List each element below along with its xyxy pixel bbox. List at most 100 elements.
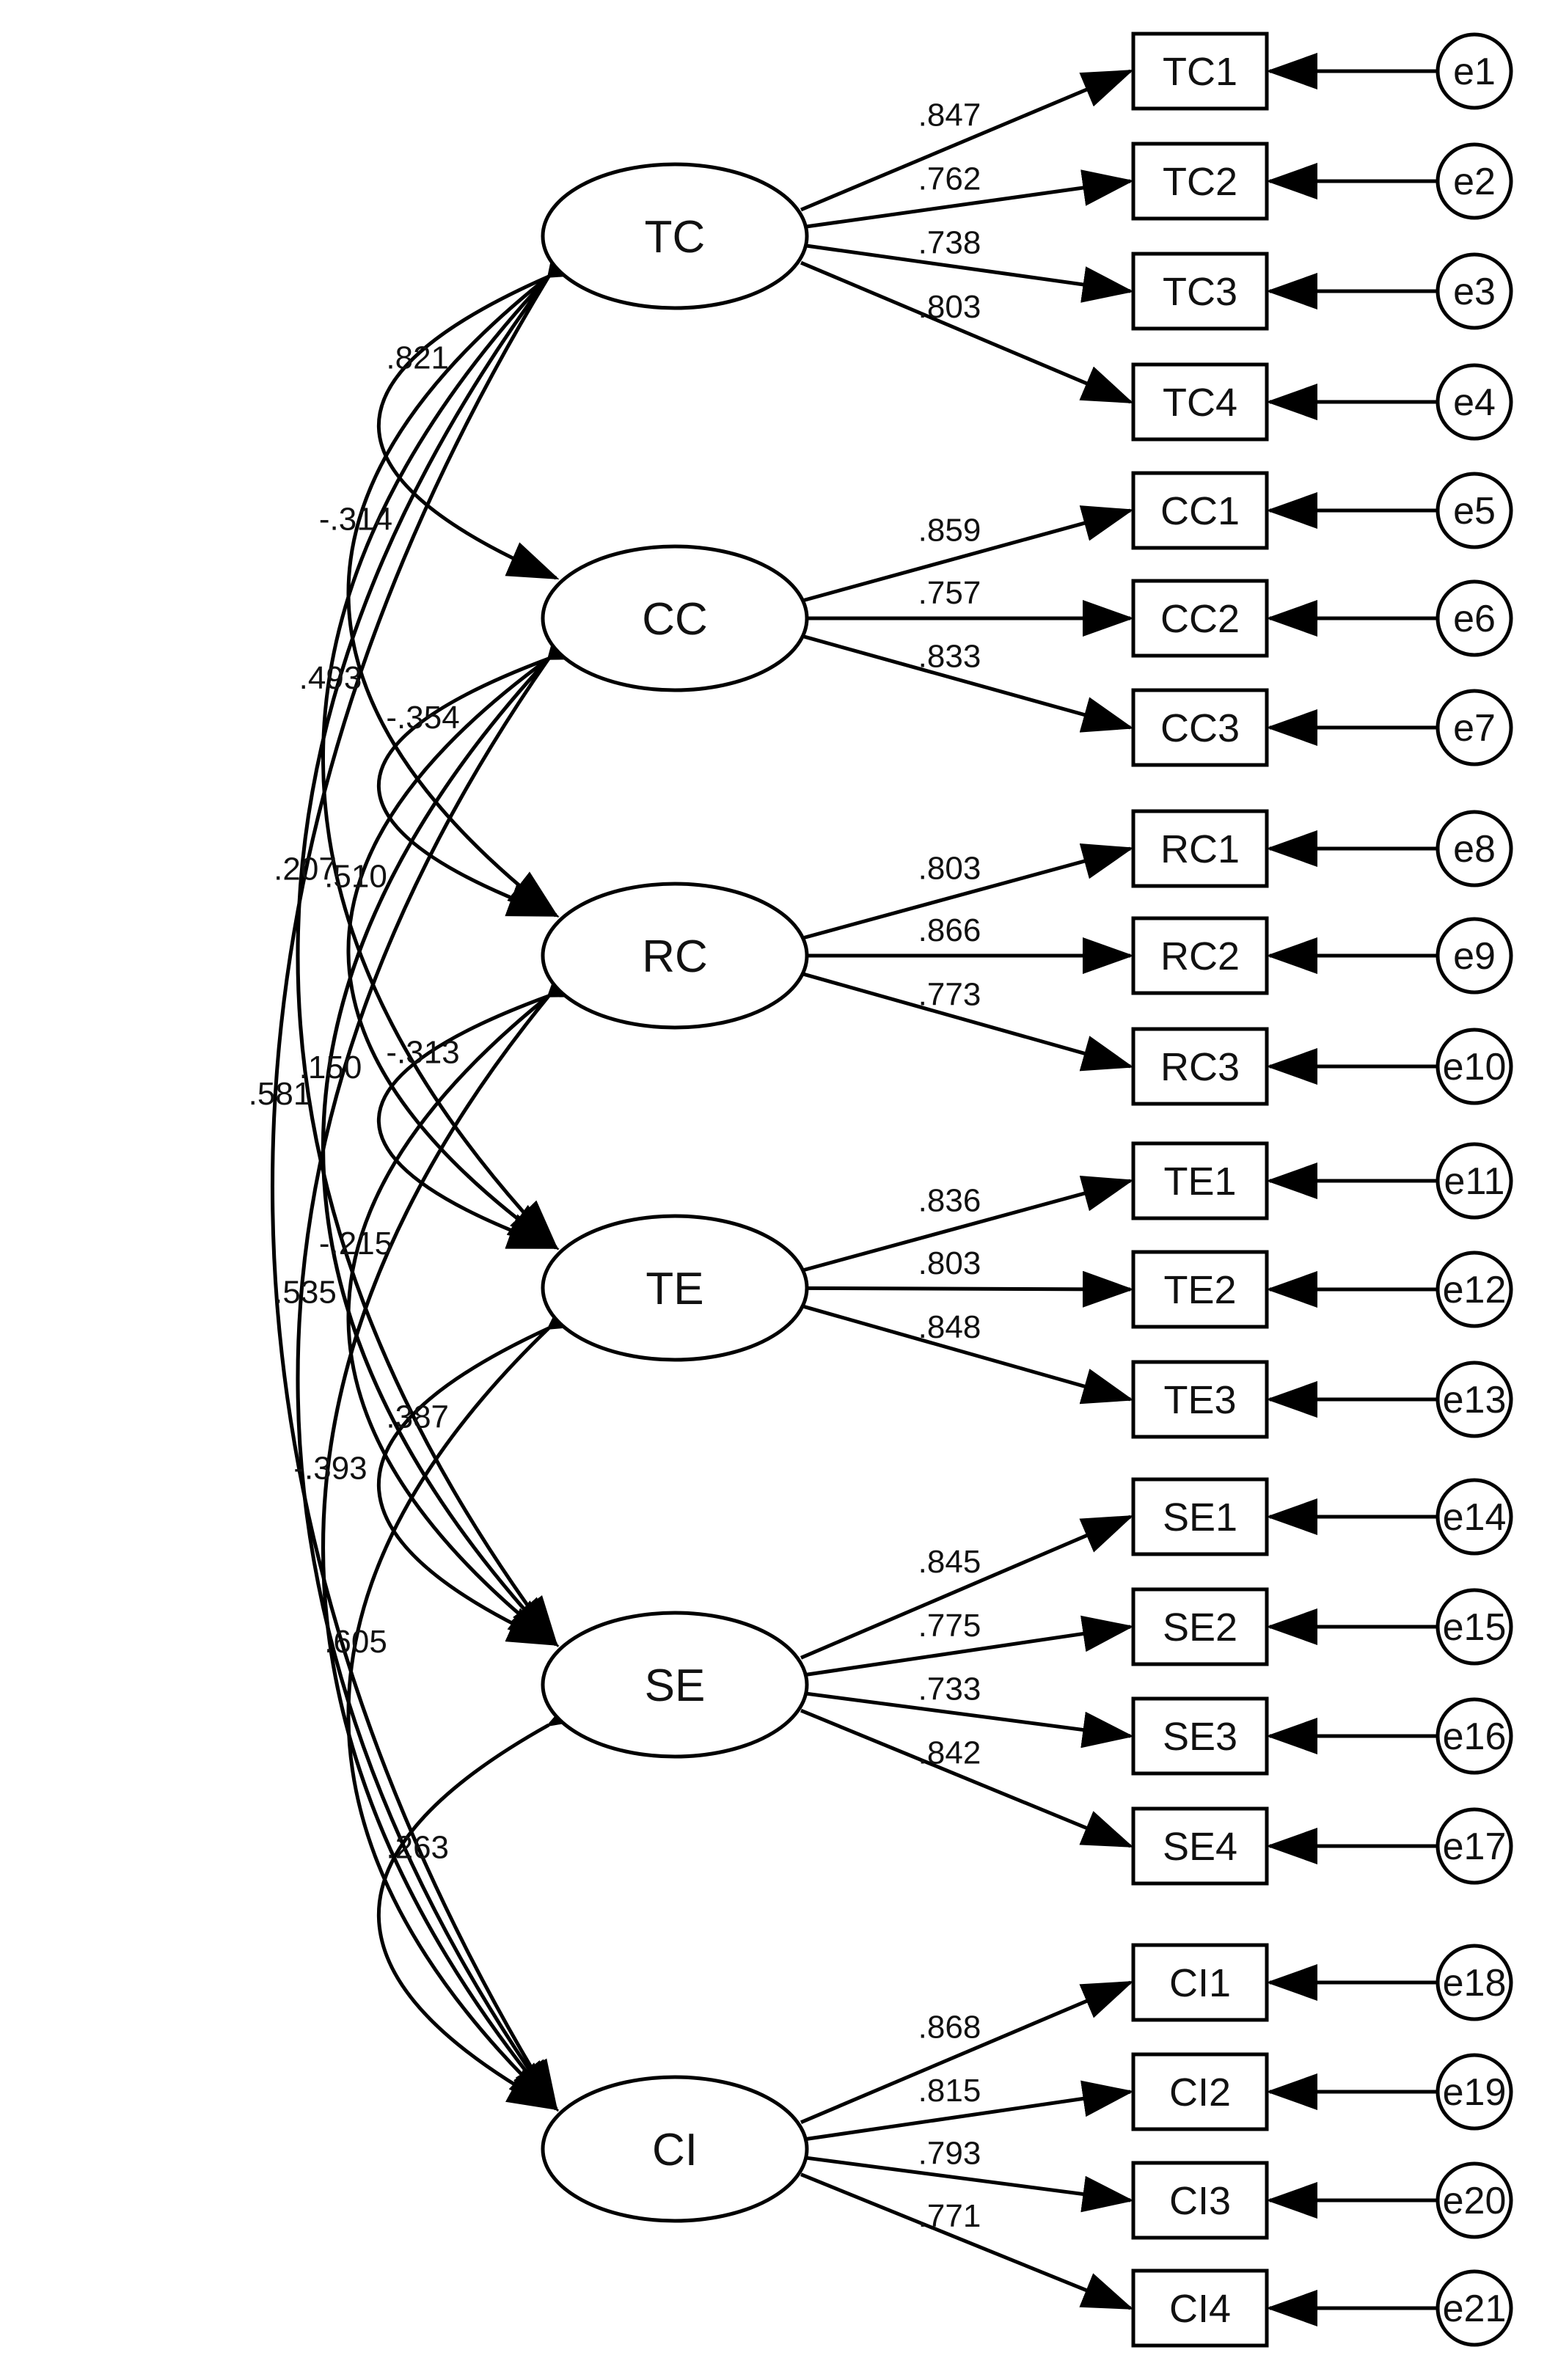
loading-label-se4: .842 [918,1735,981,1771]
loading-path-tc1 [800,69,1134,212]
corr-te-se-arc [377,1292,600,1647]
error-circle-e16 [1436,1697,1513,1775]
error-label-e4: e4 [1453,381,1496,424]
error-label-e1: e1 [1453,51,1496,93]
indicator-box-tc3 [1131,252,1269,331]
loading-label-cc1: .859 [918,513,981,549]
error-circle-e17 [1436,1807,1513,1885]
indicator-box-se3 [1131,1696,1269,1776]
corr-tc-te-label: .493 [299,660,362,696]
corr-te-ci-label: .605 [324,1624,387,1660]
coefficient-labels: .821-.314.493.207.581-.354.510.150.535-.… [249,98,981,2234]
indicator-label-rc3: RC3 [1160,1045,1240,1089]
latent-ci-label: CI [652,2125,698,2175]
error-label-e2: e2 [1453,161,1496,203]
loading-label-ci2: .815 [918,2073,981,2109]
loading-label-rc2: .866 [918,912,981,948]
error-circle-e20 [1436,2161,1513,2239]
loading-label-se1: .845 [918,1544,981,1580]
loading-path-ci3 [800,2155,1134,2213]
error-circle-e13 [1436,1361,1513,1438]
latent-te-ellipse [541,1214,809,1362]
loading-path-tc2 [800,169,1134,230]
error-label-e9: e9 [1453,935,1496,978]
error-label-e6: e6 [1453,598,1496,640]
loading-path-se1 [800,1515,1134,1660]
indicator-box-tc4 [1131,362,1269,442]
loading-label-ci3: .793 [918,2136,981,2172]
error-circle-e2 [1436,142,1513,220]
indicator-box-ci2 [1131,2052,1269,2131]
corr-tc-cc-arc [377,240,600,580]
indicator-label-cc1: CC1 [1160,489,1240,533]
latent-tc-label: TC [645,212,706,263]
loading-label-rc3: .773 [918,977,981,1013]
corr-rc-te-label: -.313 [386,1035,459,1071]
indicator-box-se2 [1131,1587,1269,1666]
indicator-label-cc3: CC3 [1160,706,1240,750]
indicator-label-te1: TE1 [1163,1160,1236,1204]
latent-cc-label: CC [642,594,708,645]
loading-label-ci1: .868 [918,2009,981,2045]
error-label-e14: e14 [1443,1496,1507,1539]
error-circle-e8 [1436,810,1513,887]
error-label-e3: e3 [1453,271,1496,313]
loading-label-te2: .803 [918,1245,981,1281]
loading-label-rc1: .803 [918,850,981,886]
loading-label-cc2: .757 [918,575,981,611]
corr-cc-ci-label: .535 [274,1275,337,1311]
loading-path-te2 [800,1270,1134,1308]
error-circle-e1 [1436,32,1513,110]
error-circle-e14 [1436,1478,1513,1556]
loading-path-ci1 [800,1980,1134,2124]
error-label-e13: e13 [1443,1379,1507,1421]
indicator-label-se4: SE4 [1163,1825,1237,1869]
indicator-box-rc3 [1131,1027,1269,1106]
error-label-e5: e5 [1453,490,1496,532]
loading-path-cc1 [800,505,1134,603]
corr-cc-rc-label: -.354 [386,700,459,736]
error-label-e11: e11 [1444,1160,1505,1203]
loading-path-ci4 [800,2172,1134,2310]
indicator-label-ci2: CI2 [1169,2070,1231,2114]
loading-path-te3 [800,1303,1134,1405]
corr-tc-rc-label: -.314 [319,502,392,538]
corr-cc-te-arc [346,615,599,1250]
latent-se-ellipse [541,1611,809,1759]
indicator-label-tc2: TC2 [1163,160,1237,204]
loading-path-tc3 [800,243,1134,303]
corr-se-ci-label: .263 [386,1830,449,1866]
corr-te-ci-arc [346,1281,596,2112]
corr-tc-se-arc [296,227,592,1648]
indicator-box-cc2 [1131,579,1269,658]
error-label-e17: e17 [1443,1826,1507,1868]
indicator-label-se2: SE2 [1163,1605,1237,1649]
latent-rc-ellipse [541,882,809,1030]
indicator-box-tc2 [1131,142,1269,221]
indicator-label-se1: SE1 [1163,1495,1237,1539]
loading-path-se4 [800,1708,1134,1848]
indicator-box-ci3 [1131,2161,1269,2240]
correlation-arcs [271,226,600,2112]
indicator-label-tc4: TC4 [1163,381,1237,425]
loading-path-tc4 [800,260,1134,404]
corr-rc-se-label: -.215 [319,1226,392,1262]
loading-path-rc1 [800,843,1134,941]
error-label-e12: e12 [1443,1269,1507,1311]
indicator-box-te2 [1131,1250,1269,1329]
loading-label-tc4: .803 [918,289,981,325]
error-circle-e6 [1436,579,1513,657]
error-label-e7: e7 [1453,707,1496,750]
loading-path-se3 [800,1691,1134,1749]
indicator-label-rc2: RC2 [1160,934,1240,978]
indicator-label-ci3: CI3 [1169,2179,1231,2223]
indicator-label-ci4: CI4 [1169,2287,1231,2331]
indicator-label-cc2: CC2 [1160,597,1240,641]
indicator-label-tc3: TC3 [1163,270,1237,314]
indicator-box-cc1 [1131,471,1269,550]
latent-cc-ellipse [541,544,809,692]
error-circle-e9 [1436,917,1513,995]
corr-tc-ci-arc [271,226,590,2112]
error-circle-e21 [1436,2269,1513,2347]
indicator-label-ci1: CI1 [1169,1961,1231,2005]
